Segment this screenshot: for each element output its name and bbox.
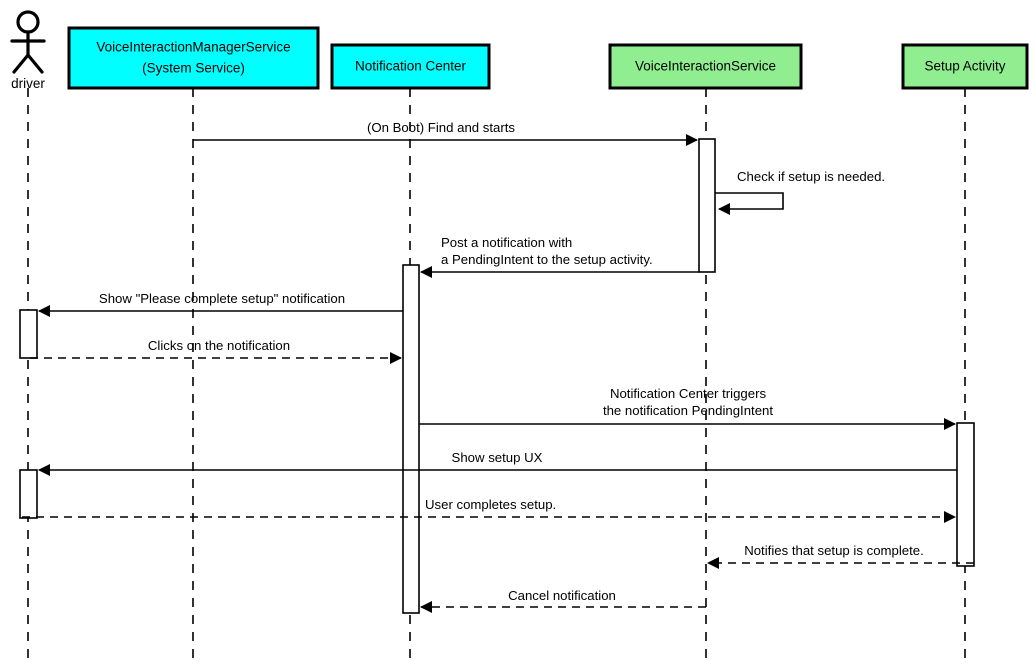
participant-box-voiceinteractionservice[interactable] — [608, 43, 803, 90]
message-post-a-notification[interactable]: Post a notification with a PendingIntent… — [420, 235, 699, 278]
message-label-notifies-that-setup-is-complete: Notifies that setup is complete. — [744, 543, 924, 558]
message-show-setup-ux[interactable]: Show setup UX — [38, 450, 957, 476]
message-on-boot-find-and-starts[interactable]: (On Boot) Find and starts — [193, 120, 698, 146]
message-notifies-that-setup-is-complete[interactable]: Notifies that setup is complete. — [707, 543, 974, 569]
message-notification-center-triggers-pendingintent[interactable]: Notification Center triggers the notific… — [419, 386, 956, 430]
message-label-clicks-on-the-notification: Clicks on the notification — [148, 338, 290, 353]
participant-label-vims-line2: (System Service) — [142, 61, 245, 76]
participant-label-setup-activity: Setup Activity — [924, 59, 1005, 74]
message-label-on-boot-find-and-starts: (On Boot) Find and starts — [367, 120, 515, 135]
activation-bar-voiceinteractionservice — [698, 138, 716, 273]
message-show-please-complete-setup-notification[interactable]: Show "Please complete setup" notificatio… — [38, 291, 403, 317]
activation-bars-group — [19, 138, 975, 614]
participant-box-notification-center[interactable] — [330, 43, 491, 90]
participant-box-setup-activity[interactable] — [901, 43, 1029, 90]
message-user-completes-setup[interactable]: User completes setup. — [22, 497, 956, 523]
activation-bar-driver-2 — [19, 469, 38, 519]
participant-header-setup-activity[interactable]: Setup Activity — [901, 43, 1029, 90]
message-label-show-please-complete-setup-notification: Show "Please complete setup" notificatio… — [99, 291, 345, 306]
message-label-notification-center-triggers-line1: Notification Center triggers — [610, 386, 767, 401]
message-selfcall-path-check-if-setup-is-needed — [715, 192, 784, 215]
activation-bar-setup-activity — [956, 422, 975, 567]
activation-bar-notification-center — [402, 264, 420, 614]
participant-header-notification-center[interactable]: Notification Center — [330, 43, 491, 90]
message-cancel-notification[interactable]: Cancel notification — [420, 588, 706, 613]
actor-head-icon — [16, 10, 40, 34]
activation-bar-driver-1 — [19, 309, 38, 359]
participant-header-vims[interactable]: VoiceInteractionManagerService (System S… — [67, 26, 320, 90]
message-label-check-if-setup-is-needed: Check if setup is needed. — [737, 169, 885, 184]
participant-label-notification-center: Notification Center — [355, 59, 467, 74]
participant-label-voiceinteractionservice: VoiceInteractionService — [635, 59, 776, 74]
message-label-post-a-notification-line1: Post a notification with — [441, 235, 572, 250]
message-label-post-a-notification-line2: a PendingIntent to the setup activity. — [441, 252, 653, 267]
actor-driver[interactable]: driver — [10, 10, 46, 91]
actor-leg-left-icon — [12, 53, 30, 74]
message-label-show-setup-ux: Show setup UX — [452, 450, 543, 465]
actor-leg-right-icon — [26, 53, 44, 74]
message-clicks-on-the-notification[interactable]: Clicks on the notification — [30, 338, 402, 364]
message-label-notification-center-triggers-line2: the notification PendingIntent — [603, 403, 773, 418]
actor-driver-label: driver — [11, 76, 45, 91]
participant-header-voiceinteractionservice[interactable]: VoiceInteractionService — [608, 43, 803, 90]
participant-label-vims-line1: VoiceInteractionManagerService — [96, 40, 290, 55]
message-check-if-setup-is-needed[interactable]: Check if setup is needed. — [715, 169, 885, 215]
message-label-user-completes-setup: User completes setup. — [425, 497, 556, 512]
message-label-cancel-notification: Cancel notification — [508, 588, 616, 603]
participant-box-vims[interactable] — [67, 26, 320, 90]
